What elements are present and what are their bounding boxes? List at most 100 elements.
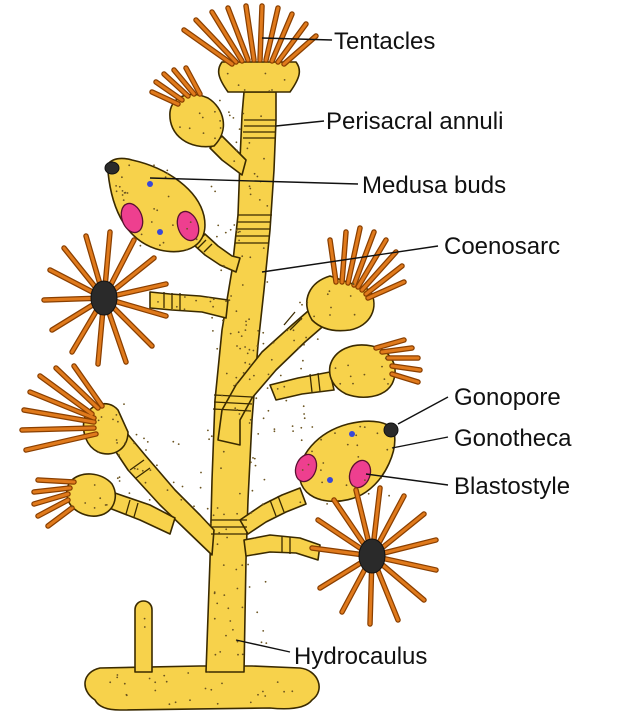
speckle [285,400,287,402]
speckle [238,84,240,86]
speckle [233,160,235,162]
hydranth-left-open [44,232,166,364]
speckle [229,115,231,117]
speckle [94,484,96,486]
speckle [330,307,332,309]
speckle [225,528,227,530]
speckle [84,502,86,504]
gonotheca-upper-left [105,159,205,252]
speckle [259,199,261,201]
speckle [335,367,337,369]
speckle [254,458,256,460]
speckle [247,353,249,355]
hydranth-top [184,6,316,92]
speckle [200,487,202,489]
speckle [122,190,124,192]
speckle [249,142,251,144]
speckle [302,360,304,362]
speckle [172,441,174,443]
speckle [121,176,123,178]
speckle [219,120,221,122]
speckle [242,607,244,609]
speckle [225,232,227,234]
speckle [233,117,235,119]
speckle [311,426,313,428]
speckle [263,158,265,160]
speckle [311,451,313,453]
speckle [321,482,323,484]
speckle [303,405,305,407]
label-hydrocaulus: Hydrocaulus [294,643,427,670]
speckle [223,514,225,516]
speckle [149,678,151,680]
speckle [223,265,225,267]
label-gonopore: Gonopore [454,384,561,411]
stolon [85,666,319,710]
speckle [254,537,256,539]
speckle [244,346,246,348]
speckle [210,301,212,303]
speckle [257,694,259,696]
speckle [236,513,238,515]
speckle [207,508,209,510]
speckle [268,90,270,92]
speckle [98,451,100,453]
speckle [223,594,225,596]
speckle [256,611,258,613]
speckle [167,489,169,491]
speckle [250,512,252,514]
speckle [166,170,168,172]
speckle [156,209,158,211]
speckle [126,694,128,696]
speckle [364,426,366,428]
speckle [301,439,303,441]
speckle [301,304,303,306]
speckle [168,196,170,198]
speckle [127,192,129,194]
speckle [167,173,169,175]
speckle [189,127,191,129]
speckle [306,302,308,304]
speckle [202,117,204,119]
speckle [137,468,139,470]
speckle [274,428,276,430]
speckle [220,127,222,129]
speckle [143,438,145,440]
tentacles-top [184,6,316,64]
speckle [265,581,267,583]
speckle [129,492,131,494]
speckle [213,298,215,300]
gonopore-mark [384,423,398,437]
speckle [250,419,252,421]
side-shoot [135,601,152,672]
speckle [216,603,218,605]
hydranth-left-lower [22,366,128,454]
speckle [249,349,251,351]
speckle [339,383,341,385]
speckle [268,374,270,376]
speckle [286,330,288,332]
speckle [377,432,379,434]
mouth-left-open [91,281,117,315]
speckle [116,442,118,444]
speckle [163,242,165,244]
speckle [292,430,294,432]
speckle [249,586,251,588]
speckle [218,532,220,534]
speckle [317,338,319,340]
speckle [350,295,352,297]
speckle [359,426,361,428]
speckle [274,430,276,432]
speckle [106,504,108,506]
speckle [262,503,264,505]
speckle [217,703,219,705]
speckle [124,443,126,445]
speckle [305,337,307,339]
speckle [271,359,273,361]
speckle [238,331,240,333]
speckle [153,164,155,166]
hydranth-right-middle [330,340,420,397]
speckle [186,249,188,251]
speckle [242,113,244,115]
speckle [249,363,251,365]
